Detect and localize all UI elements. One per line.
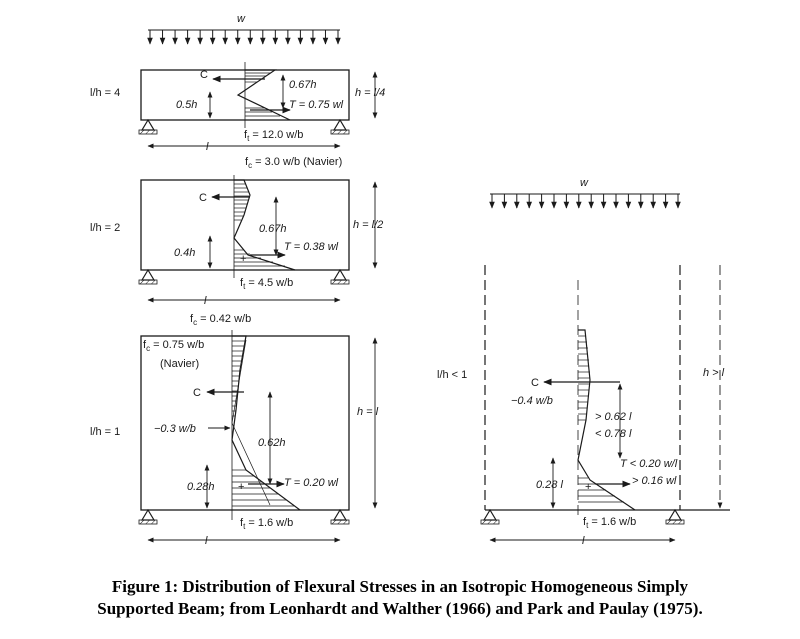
plus-sign: + [240,253,246,265]
beam-depth-label: h = l/4 [355,87,385,99]
caption-line-2: Supported Beam; from Leonhardt and Walth… [97,599,703,618]
lever-arm-label: 0.67h [289,79,317,91]
tension-label: T = 0.20 wl [284,477,339,489]
span-label: l [206,141,209,153]
load-label: w [237,13,246,25]
tension-stress-label: ft = 4.5 w/b [240,277,293,291]
compression-stress-label: fc = 3.0 w/b (Navier) [245,156,342,170]
span-ratio-label: l/h = 1 [90,426,120,438]
span-ratio-label: l/h < 1 [437,369,467,381]
stress-hatching [232,340,294,507]
span-label: l [205,535,208,547]
tension-min-label: > 0.16 wl [632,475,677,487]
tension-stress-label: ft = 12.0 w/b [244,129,303,143]
stress-profile [233,179,296,271]
flexural-stress-diagram: w C 0.67h T = 0.75 wl 0.5h h = l/4 l/h =… [90,13,730,547]
span-label: l [204,295,207,307]
resultant-depth-label: 0.28h [187,481,215,493]
beam-depth-label: h = l [357,406,379,418]
lever-arm-max-label: < 0.78 l [595,428,632,440]
resultant-depth-label: 0.5h [176,99,197,111]
resultant-depth-label: 0.28 l [536,479,563,491]
compression-stress-label: fc = 0.42 w/b [190,313,251,327]
span-ratio-label: l/h = 2 [90,222,120,234]
stress-hatching [578,335,624,503]
lever-arm-min-label: > 0.62 l [595,411,632,423]
panel-lh2: C 0.67h T = 0.38 wl + 0.4h h = l/2 l/h =… [90,175,383,327]
tension-label: T = 0.75 wl [289,99,344,111]
compression-label: C [531,377,539,389]
beam-depth-label: h = l/2 [353,219,383,231]
distributed-load-arrows [489,193,681,209]
load-label: w [580,177,589,189]
tension-label: T = 0.38 wl [284,241,339,253]
tension-max-label: T < 0.20 w/l [620,458,678,470]
compression-label: C [200,69,208,81]
navier-line [231,339,271,506]
span-label: l [582,535,585,547]
right-support [330,119,350,135]
compression-stress-label: fc = 0.75 w/b [143,339,204,353]
tension-stress-label: ft = 1.6 w/b [583,516,636,530]
stress-profile [236,69,291,121]
navier-label: (Navier) [160,358,199,370]
beam-depth-label: h > l [703,367,725,379]
left-support [138,119,158,135]
compression-label: C [199,192,207,204]
tension-stress-label: ft = 1.6 w/b [240,517,293,531]
compression-label: C [193,387,201,399]
compression-stress-label: −0.4 w/b [511,395,553,407]
left-support [138,509,158,525]
panel-lh4: w C 0.67h T = 0.75 wl 0.5h h = l/4 l/h =… [90,13,385,170]
panel-lh1: fc = 0.75 w/b (Navier) C 0.62h −0.3 w/b … [90,330,379,547]
span-ratio-label: l/h = 4 [90,87,120,99]
mid-stress-label: −0.3 w/b [154,423,196,435]
right-support [330,269,350,285]
stress-hatching [234,183,285,267]
right-support [330,509,350,525]
left-support [138,269,158,285]
left-support [480,509,500,525]
resultant-depth-label: 0.4h [174,247,195,259]
distributed-load-arrows [147,29,341,45]
lever-arm-label: 0.62h [258,437,286,449]
figure-caption: Figure 1: Distribution of Flexural Stres… [0,576,800,620]
caption-line-1: Figure 1: Distribution of Flexural Stres… [111,577,689,596]
lever-arm-label: 0.67h [259,223,287,235]
panel-lh-less-than-1: w C −0.4 w/b > 0.62 l < 0.78 l [437,177,730,547]
right-support [665,509,685,525]
beam-outline [140,179,350,271]
plus-sign: + [585,481,591,493]
plus-sign: + [238,481,244,493]
